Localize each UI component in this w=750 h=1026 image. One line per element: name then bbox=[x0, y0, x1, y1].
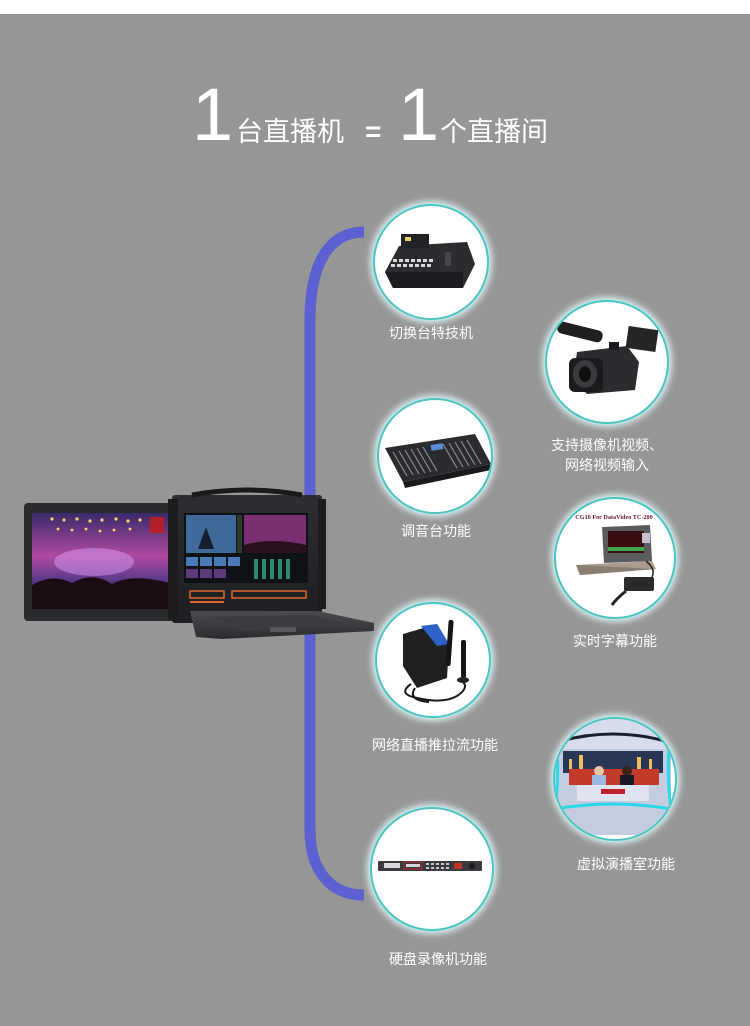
feature-label-camera-line1: 支持摄像机视频、 bbox=[551, 438, 663, 454]
disk-recorder-icon bbox=[378, 861, 482, 871]
svg-text:CG10 For DataVideo TC-200: CG10 For DataVideo TC-200 bbox=[575, 514, 652, 521]
feature-label-switcher: 切换台特技机 bbox=[389, 326, 473, 342]
headline-text-right: 个直播间 bbox=[440, 117, 548, 148]
feature-circle-caption: CG10 For DataVideo TC-200 bbox=[554, 497, 676, 619]
feature-label-camera-line2: 网络视频输入 bbox=[565, 458, 649, 474]
feature-label-camera: 支持摄像机视频、 网络视频输入 bbox=[545, 436, 669, 476]
video-switcher-icon bbox=[385, 234, 475, 288]
portable-production-unit-icon bbox=[24, 487, 374, 639]
headline-text-left: 台直播机 bbox=[236, 117, 344, 148]
feature-circle-camera bbox=[545, 300, 669, 424]
feature-label-streaming: 网络直播推拉流功能 bbox=[372, 738, 498, 754]
headline-equals: = bbox=[365, 116, 382, 147]
streaming-encoder-icon bbox=[403, 620, 469, 703]
headline-number-right: 1 bbox=[398, 73, 440, 156]
audio-mixer-icon bbox=[385, 434, 491, 488]
camcorder-icon bbox=[557, 321, 659, 394]
feature-circle-virtual bbox=[553, 717, 677, 841]
headline: 1 台直播机 = 1 个直播间 bbox=[0, 70, 750, 160]
laptop-caption-icon: CG10 For DataVideo TC-200 bbox=[575, 514, 656, 606]
feature-circle-switcher bbox=[373, 204, 489, 320]
feature-label-recorder: 硬盘录像机功能 bbox=[389, 952, 487, 968]
feature-circle-recorder bbox=[370, 807, 494, 931]
headline-number-left: 1 bbox=[192, 73, 234, 156]
feature-circle-streaming bbox=[375, 602, 491, 718]
feature-circle-mixer bbox=[377, 398, 493, 514]
feature-label-caption: 实时字幕功能 bbox=[573, 634, 657, 650]
main-device-image bbox=[22, 487, 377, 640]
feature-label-virtual: 虚拟演播室功能 bbox=[577, 857, 675, 873]
feature-label-mixer: 调音台功能 bbox=[401, 524, 471, 540]
virtual-studio-icon bbox=[555, 719, 671, 835]
